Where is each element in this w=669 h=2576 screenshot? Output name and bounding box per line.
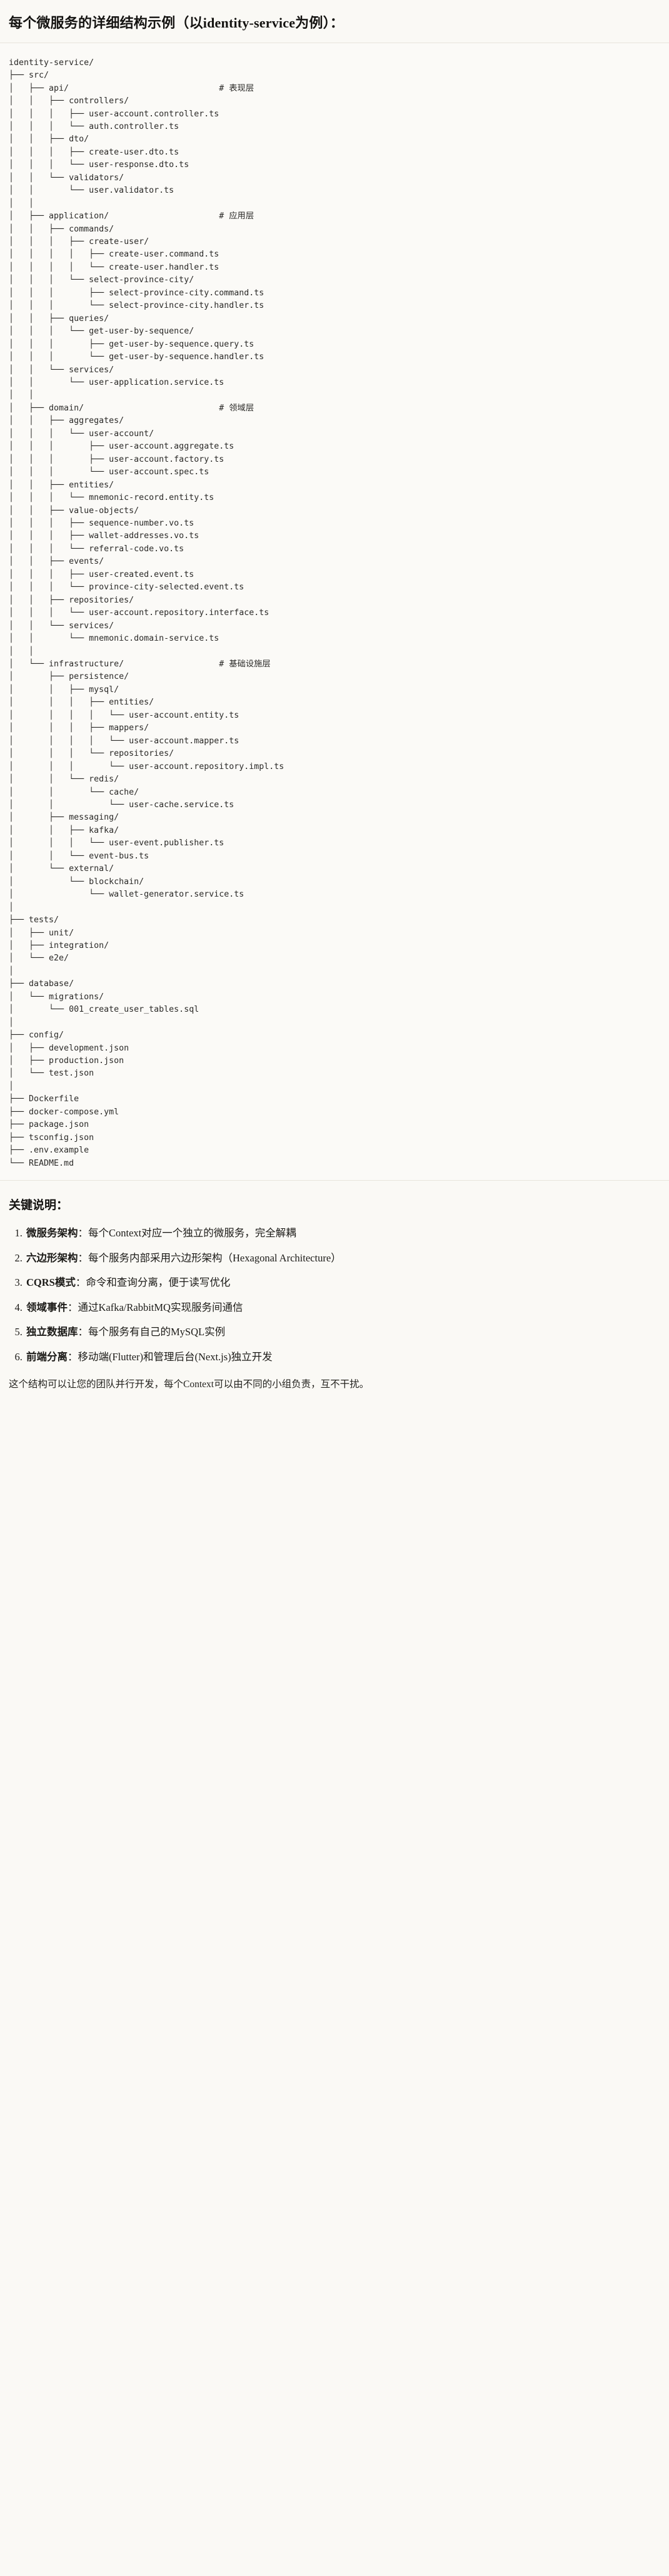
note-desc: 通过Kafka/RabbitMQ实现服务间通信 — [78, 1301, 243, 1313]
note-term: 六边形架构 — [26, 1251, 78, 1264]
note-desc: 每个服务有自己的MySQL实例 — [88, 1326, 226, 1338]
directory-tree: identity-service/ ├── src/ │ ├── api/ # … — [9, 58, 284, 1168]
key-notes-list: 微服务架构：每个Context对应一个独立的微服务，完全解耦 六边形架构：每个服… — [9, 1225, 660, 1365]
note-separator: ： — [78, 1326, 89, 1338]
note-desc: 移动端(Flutter)和管理后台(Next.js)独立开发 — [78, 1350, 273, 1363]
list-item: 领域事件：通过Kafka/RabbitMQ实现服务间通信 — [25, 1300, 660, 1316]
note-term: CQRS模式 — [26, 1276, 76, 1289]
note-separator: ： — [78, 1227, 89, 1240]
note-desc: 每个Context对应一个独立的微服务，完全解耦 — [88, 1227, 296, 1240]
note-separator: ： — [68, 1350, 78, 1363]
note-term: 领域事件 — [26, 1301, 68, 1313]
list-item: CQRS模式：命令和查询分离，便于读写优化 — [25, 1275, 660, 1291]
note-separator: ： — [75, 1276, 86, 1289]
note-separator: ： — [68, 1301, 78, 1313]
note-desc: 每个服务内部采用六边形架构（Hexagonal Architecture） — [88, 1251, 341, 1264]
key-notes-heading: 关键说明： — [9, 1199, 69, 1213]
note-term: 微服务架构 — [26, 1227, 78, 1240]
list-item: 六边形架构：每个服务内部采用六边形架构（Hexagonal Architectu… — [25, 1250, 660, 1266]
list-item: 前端分离：移动端(Flutter)和管理后台(Next.js)独立开发 — [25, 1349, 660, 1365]
note-term: 前端分离 — [26, 1350, 68, 1363]
key-notes-section: 关键说明： 微服务架构：每个Context对应一个独立的微服务，完全解耦 六边形… — [0, 1180, 669, 1400]
page-header: 每个微服务的详细结构示例（以identity-service为例）： — [0, 0, 669, 43]
note-desc: 命令和查询分离，便于读写优化 — [86, 1276, 231, 1289]
note-separator: ： — [78, 1251, 89, 1264]
note-term: 独立数据库 — [26, 1326, 78, 1338]
list-item: 微服务架构：每个Context对应一个独立的微服务，完全解耦 — [25, 1225, 660, 1241]
closing-paragraph: 这个结构可以让您的团队并行开发，每个Context可以由不同的小组负责，互不干扰… — [9, 1379, 370, 1390]
page-title: 每个微服务的详细结构示例（以identity-service为例）： — [9, 15, 344, 31]
directory-tree-block: identity-service/ ├── src/ │ ├── api/ # … — [0, 43, 669, 1181]
list-item: 独立数据库：每个服务有自己的MySQL实例 — [25, 1324, 660, 1340]
